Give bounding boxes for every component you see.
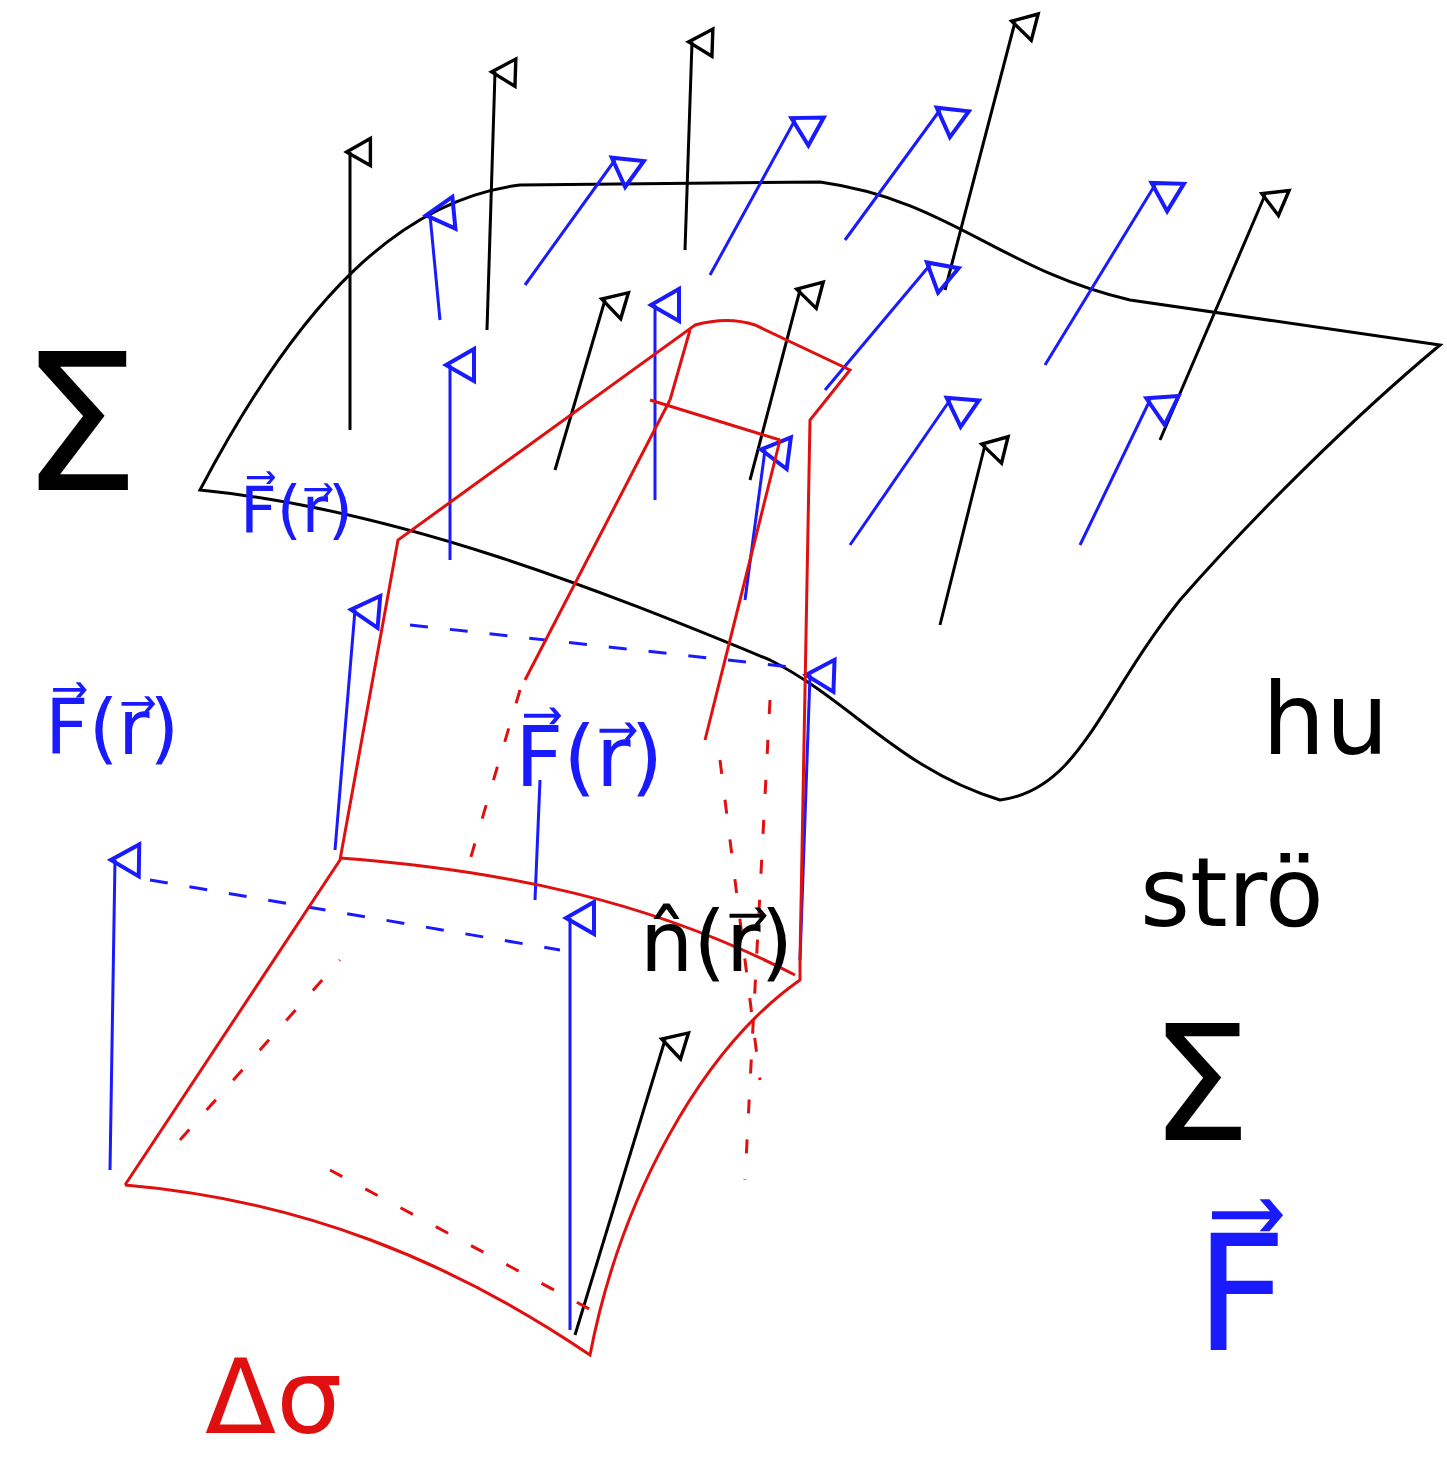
field-label: F⃗(r⃗) bbox=[515, 715, 663, 799]
surface-symbol: Σ bbox=[20, 330, 140, 520]
area-element-label: Δσ bbox=[205, 1345, 342, 1449]
normal-label: n̂(r⃗) bbox=[640, 900, 793, 984]
field-label: F⃗(r⃗) bbox=[45, 690, 179, 766]
field-label: F⃗(r⃗) bbox=[240, 478, 353, 542]
field-symbol: F⃗ bbox=[1195, 1215, 1287, 1375]
note-text: strö bbox=[1140, 845, 1324, 941]
surface-symbol: Σ bbox=[1150, 1005, 1251, 1165]
note-text: hu bbox=[1262, 670, 1389, 770]
